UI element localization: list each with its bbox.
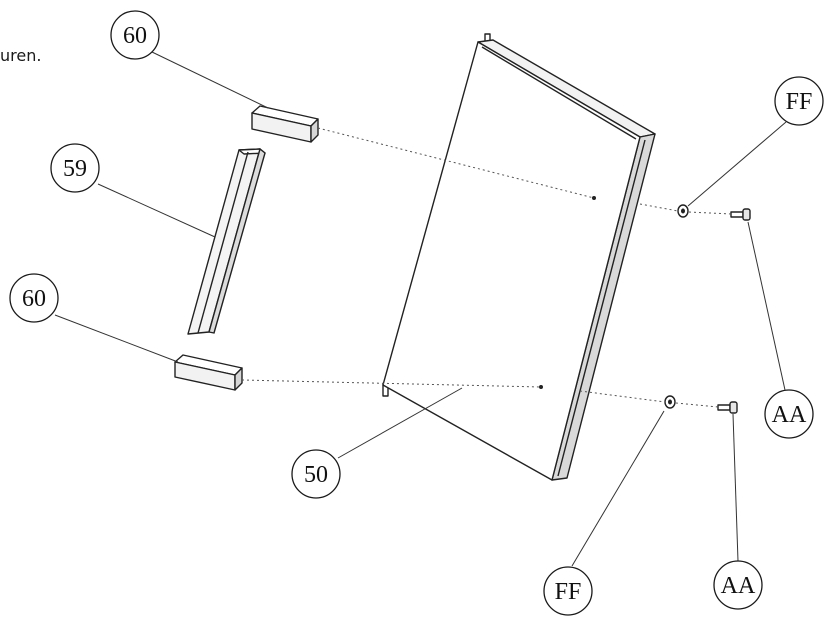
- top-mounting-hole: [592, 196, 596, 200]
- screw-top: [730, 208, 751, 221]
- washer-top: [677, 204, 689, 218]
- end-cap-top: [251, 105, 319, 143]
- page-caption: uren.: [0, 46, 42, 65]
- callout-handle-bar: 59: [50, 143, 100, 193]
- callout-cap-top-label: 60: [123, 23, 147, 49]
- callout-washer-bottom-label: FF: [555, 579, 582, 605]
- leader-lines: [54, 51, 787, 567]
- washer-bottom: [664, 395, 676, 409]
- callout-screw-bottom: AA: [713, 560, 763, 610]
- callout-screw-top-label: AA: [772, 402, 807, 428]
- bottom-mounting-hole: [539, 385, 543, 389]
- callout-washer-top: FF: [774, 76, 824, 126]
- handle-bar: [187, 148, 266, 335]
- callout-washer-top-label: FF: [786, 89, 813, 115]
- callout-door-panel-label: 50: [304, 462, 328, 488]
- callout-screw-bottom-label: AA: [721, 573, 756, 599]
- callout-door-panel: 50: [291, 449, 341, 499]
- callout-cap-bottom-label: 60: [22, 286, 46, 312]
- callout-washer-bottom: FF: [543, 566, 593, 616]
- assembly-lines: [241, 127, 732, 408]
- callout-cap-bottom: 60: [9, 273, 59, 323]
- callout-handle-bar-label: 59: [63, 156, 87, 182]
- callout-screw-top: AA: [764, 389, 814, 439]
- door-panel: [382, 33, 656, 481]
- screw-bottom: [717, 401, 738, 414]
- callout-cap-top: 60: [110, 10, 160, 60]
- end-cap-bottom: [174, 354, 243, 391]
